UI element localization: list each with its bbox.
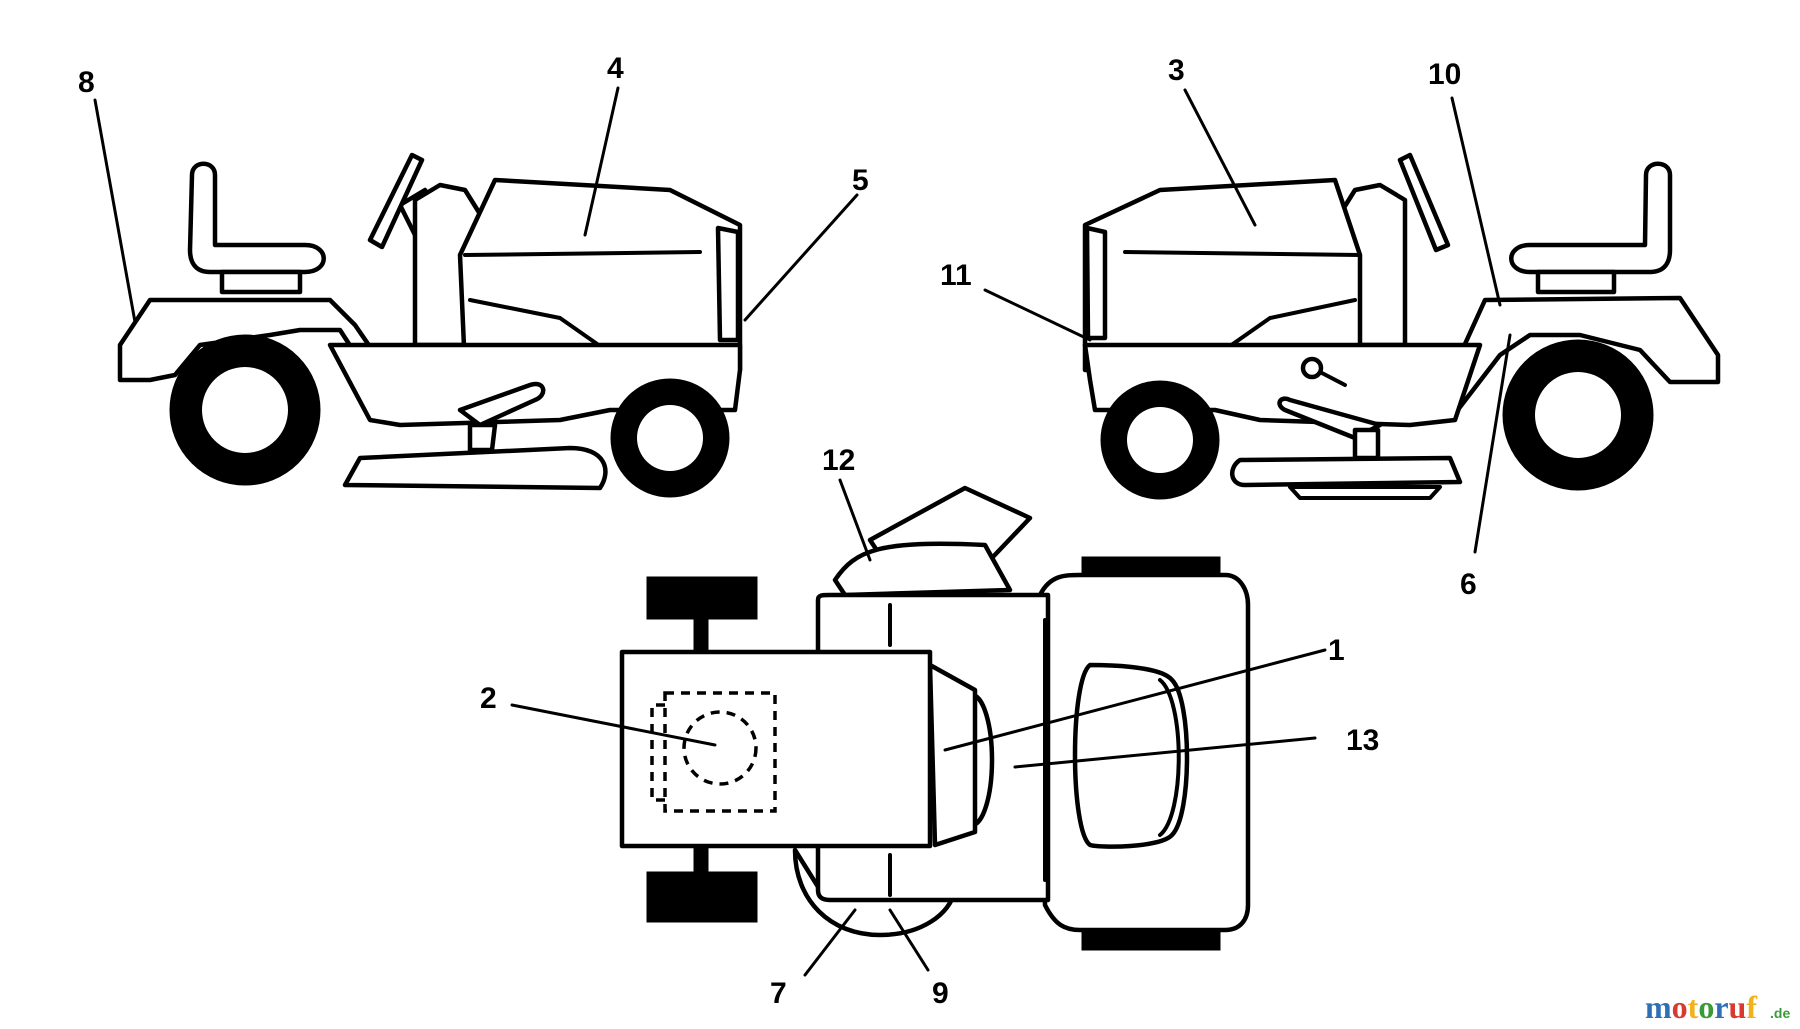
seat-base-right-view xyxy=(1535,269,1617,295)
lever-knob-right-view xyxy=(1300,356,1324,380)
callout-4: 4 xyxy=(607,52,624,85)
callout-7: 7 xyxy=(770,977,787,1010)
watermark-letter: r xyxy=(1714,989,1728,1025)
callout-8: 8 xyxy=(78,66,95,99)
callout-9: 9 xyxy=(932,977,949,1010)
mower-deck-right-view xyxy=(1230,455,1463,488)
hood-right-view xyxy=(1082,177,1363,373)
deck-top-top-view xyxy=(832,541,1013,598)
watermark-letter: t xyxy=(1688,989,1699,1025)
foot-pedal-left-view xyxy=(457,381,546,428)
deck-hanger-right-view xyxy=(1352,427,1381,461)
callout-6: 6 xyxy=(1460,568,1477,601)
hood-left-view xyxy=(457,177,743,373)
deck-hanger-left-view xyxy=(467,422,498,453)
svg-text:motoruf: motoruf xyxy=(1645,989,1757,1025)
callout-10: 10 xyxy=(1428,58,1461,91)
callout-2: 2 xyxy=(480,682,497,715)
front-axle-top-view-lower xyxy=(693,844,709,874)
watermark-letter: m xyxy=(1645,989,1672,1025)
callout-12: 12 xyxy=(822,444,855,477)
seat-left-view xyxy=(187,161,326,275)
tractor-left-side-view xyxy=(117,152,743,498)
mower-deck-left-view xyxy=(342,445,608,491)
callout-1: 1 xyxy=(1328,634,1345,667)
grille-strip-right-view xyxy=(1084,225,1108,341)
engine-outline-top-view xyxy=(663,691,777,813)
callout-numbers: 8 4 5 3 10 11 6 12 2 1 13 7 9 xyxy=(78,52,1477,1010)
front-wheel-top-view-lower xyxy=(646,871,758,923)
watermark-letter: f xyxy=(1746,989,1757,1025)
hood-neck-top-view xyxy=(927,662,978,848)
watermark-suffix: .de xyxy=(1770,1005,1790,1021)
engine-fan-top-view xyxy=(682,710,758,786)
front-axle-top-view-upper xyxy=(693,618,709,652)
tractor-right-side-view xyxy=(1082,152,1721,500)
callout-5: 5 xyxy=(852,164,869,197)
watermark-letter: o xyxy=(1672,989,1688,1025)
callout-3: 3 xyxy=(1168,54,1185,87)
watermark-letter: o xyxy=(1698,989,1714,1025)
front-wheel-top-view-upper xyxy=(646,576,758,620)
watermark-logo: motoruf .de xyxy=(1645,989,1790,1025)
rear-wheel-top-view-lower xyxy=(1081,929,1221,951)
callout-11: 11 xyxy=(940,259,972,292)
seat-base-left-view xyxy=(219,269,303,295)
steering-wheel-left-view xyxy=(367,152,425,250)
grille-strip-left-view xyxy=(715,225,741,343)
tractor-top-view xyxy=(619,485,1251,951)
seat-right-view xyxy=(1509,161,1673,275)
leader-lines xyxy=(93,86,1512,977)
steering-wheel-right-view xyxy=(1397,152,1451,253)
watermark-letter: u xyxy=(1729,989,1747,1025)
callout-13: 13 xyxy=(1346,724,1379,757)
